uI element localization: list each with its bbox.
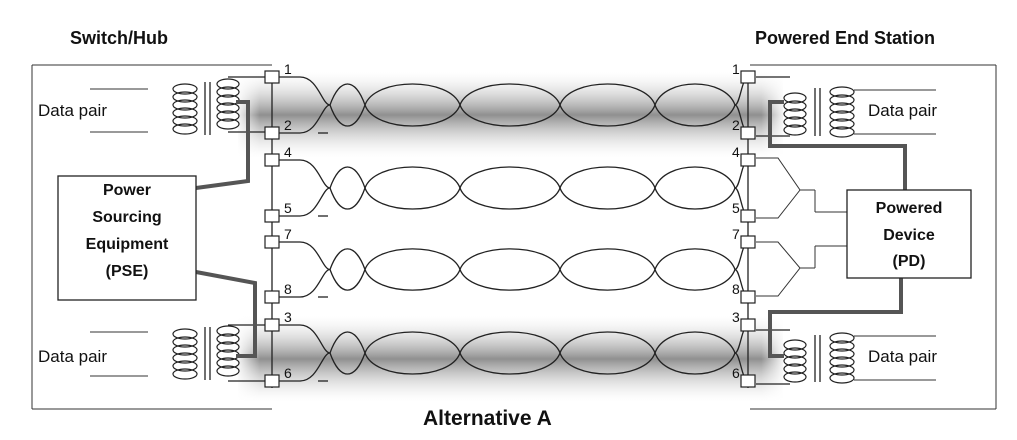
coil-icon xyxy=(783,92,807,136)
pd-power-lines xyxy=(768,100,907,358)
shaded-data-pair-bottom xyxy=(238,316,783,402)
left-pin-1: 1 xyxy=(264,61,292,84)
right-pin-number: 3 xyxy=(732,309,740,325)
coil-icon xyxy=(783,339,807,383)
left-pin-5: 5 xyxy=(264,200,292,223)
right-pin-number: 2 xyxy=(732,117,740,133)
twisted-pair-1 xyxy=(272,76,749,134)
right-top-transformer xyxy=(756,76,936,138)
left-pin-4: 4 xyxy=(264,144,292,167)
left-pin-7: 7 xyxy=(264,226,292,249)
left-pin-number: 5 xyxy=(284,200,292,216)
coil-icon xyxy=(216,325,240,377)
left-pin-number: 8 xyxy=(284,281,292,297)
left-pin-2: 2 xyxy=(264,117,292,140)
data-pair-label-left-top: Data pair xyxy=(38,101,107,120)
coil-icon xyxy=(172,83,198,135)
right-pin-number: 5 xyxy=(732,200,740,216)
data-pair-label-left-bottom: Data pair xyxy=(38,347,107,366)
pd-label-line-2: Device xyxy=(883,227,935,244)
right-pin-6: 6 xyxy=(732,365,756,388)
left-pin-number: 4 xyxy=(284,144,292,160)
powered-end-station-enclosure xyxy=(750,64,997,410)
right-bottom-transformer xyxy=(756,329,936,385)
twisted-pair-2 xyxy=(272,159,749,217)
right-pin-number: 4 xyxy=(732,144,740,160)
right-pin-2: 2 xyxy=(732,117,756,140)
left-pin-number: 7 xyxy=(284,226,292,242)
powered-end-station-title: Powered End Station xyxy=(755,28,935,48)
coil-icon xyxy=(829,86,855,138)
pse-label-line-4: (PSE) xyxy=(106,263,149,280)
pse-box: Power Sourcing Equipment (PSE) xyxy=(57,175,197,301)
left-pin-6: 6 xyxy=(264,365,292,388)
twisted-pairs xyxy=(272,76,749,382)
data-pair-label-right-bottom: Data pair xyxy=(868,347,937,366)
coil-icon xyxy=(216,78,240,130)
data-pair-label-right-top: Data pair xyxy=(868,101,937,120)
pd-label-line-3: (PD) xyxy=(893,253,926,270)
pse-label-line-2: Sourcing xyxy=(92,209,161,226)
shaded-data-pair-top xyxy=(238,72,783,158)
left-pin-number: 6 xyxy=(284,365,292,381)
twisted-pair-4 xyxy=(272,324,749,382)
right-pin-4: 4 xyxy=(732,144,756,167)
right-pin-number: 8 xyxy=(732,281,740,297)
pse-label-line-1: Power xyxy=(103,182,151,199)
left-pin-number: 2 xyxy=(284,117,292,133)
pd-label-line-1: Powered xyxy=(876,200,943,217)
right-pins: 1 2 4 5 7 8 3 6 xyxy=(732,61,756,388)
left-pin-number: 1 xyxy=(284,61,292,77)
right-pin-3: 3 xyxy=(732,309,756,332)
left-top-transformer xyxy=(90,76,265,135)
alternative-a-caption: Alternative A xyxy=(423,407,552,430)
right-pin-5: 5 xyxy=(732,200,756,223)
pd-box: Powered Device (PD) xyxy=(846,189,972,279)
pse-power-lines xyxy=(195,100,257,358)
right-pin-7: 7 xyxy=(732,226,756,249)
coil-icon xyxy=(172,328,198,380)
left-pin-8: 8 xyxy=(264,281,292,304)
right-pin-8: 8 xyxy=(732,281,756,304)
left-bottom-transformer xyxy=(90,324,265,382)
left-pin-number: 3 xyxy=(284,309,292,325)
right-pin-number: 1 xyxy=(732,61,740,77)
right-pin-1: 1 xyxy=(732,61,756,84)
right-pin-number: 6 xyxy=(732,365,740,381)
pd-spare-pair-connections xyxy=(756,157,847,297)
coil-icon xyxy=(829,332,855,384)
pse-label-line-3: Equipment xyxy=(86,236,169,253)
switch-hub-title: Switch/Hub xyxy=(70,28,168,48)
switch-hub-enclosure xyxy=(31,64,272,410)
left-pin-3: 3 xyxy=(264,309,292,332)
twisted-pair-3 xyxy=(272,241,749,298)
left-pins: 1 2 4 5 7 8 3 6 xyxy=(264,61,292,388)
right-pin-number: 7 xyxy=(732,226,740,242)
